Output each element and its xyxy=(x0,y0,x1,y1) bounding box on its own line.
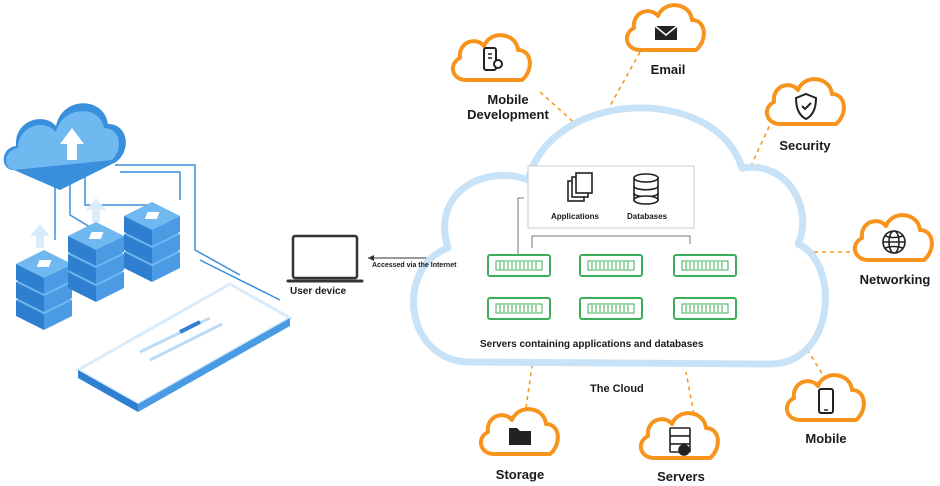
phone-gear-icon xyxy=(483,47,503,71)
cable-lines xyxy=(54,164,281,301)
databases-label: Databases xyxy=(627,212,668,221)
storage-cloud xyxy=(478,407,560,456)
email-cloud xyxy=(624,3,706,52)
mobile-cloud xyxy=(784,373,866,422)
applications-label: Applications xyxy=(551,212,600,221)
security-label: Security xyxy=(779,138,831,153)
tablet-device-graphic xyxy=(74,282,294,412)
servers-caption: Servers containing applications and data… xyxy=(480,339,704,350)
server-blade xyxy=(673,297,737,320)
mobile-development-label: Mobile Development xyxy=(467,92,549,122)
server-blade xyxy=(673,254,737,277)
upload-arrow-icon xyxy=(30,198,106,248)
mobile-label: Mobile xyxy=(805,431,847,446)
database-stack-icon xyxy=(669,427,691,456)
server-blade xyxy=(487,254,551,277)
storage-label: Storage xyxy=(495,467,545,482)
networking-label: Networking xyxy=(859,272,931,287)
upload-cloud-graphic xyxy=(3,103,126,190)
globe-icon xyxy=(882,230,906,254)
database-icon xyxy=(633,173,659,205)
cloud-title: The Cloud xyxy=(590,383,644,395)
email-label: Email xyxy=(650,62,686,77)
internet-connection-label: Accessed via the Internet xyxy=(372,262,457,269)
shield-check-icon xyxy=(794,92,818,121)
smartphone-icon xyxy=(818,388,834,414)
server-stack-middle xyxy=(68,222,124,302)
user-device-label: User device xyxy=(290,286,347,297)
server-blade xyxy=(487,297,551,320)
server-blade xyxy=(579,297,643,320)
laptop-icon xyxy=(286,234,364,283)
servers-label: Servers xyxy=(657,469,705,484)
networking-cloud xyxy=(852,213,934,262)
server-stack-right xyxy=(124,202,180,282)
isometric-illustration xyxy=(3,103,294,412)
server-stack-left xyxy=(16,250,72,330)
folder-icon xyxy=(509,428,531,445)
mobile-development-cloud xyxy=(450,33,532,82)
security-cloud xyxy=(764,77,846,126)
apps-databases-box xyxy=(517,165,695,256)
envelope-icon xyxy=(654,25,678,40)
server-blade xyxy=(579,254,643,277)
servers-cloud xyxy=(638,411,720,460)
documents-icon xyxy=(567,172,593,202)
